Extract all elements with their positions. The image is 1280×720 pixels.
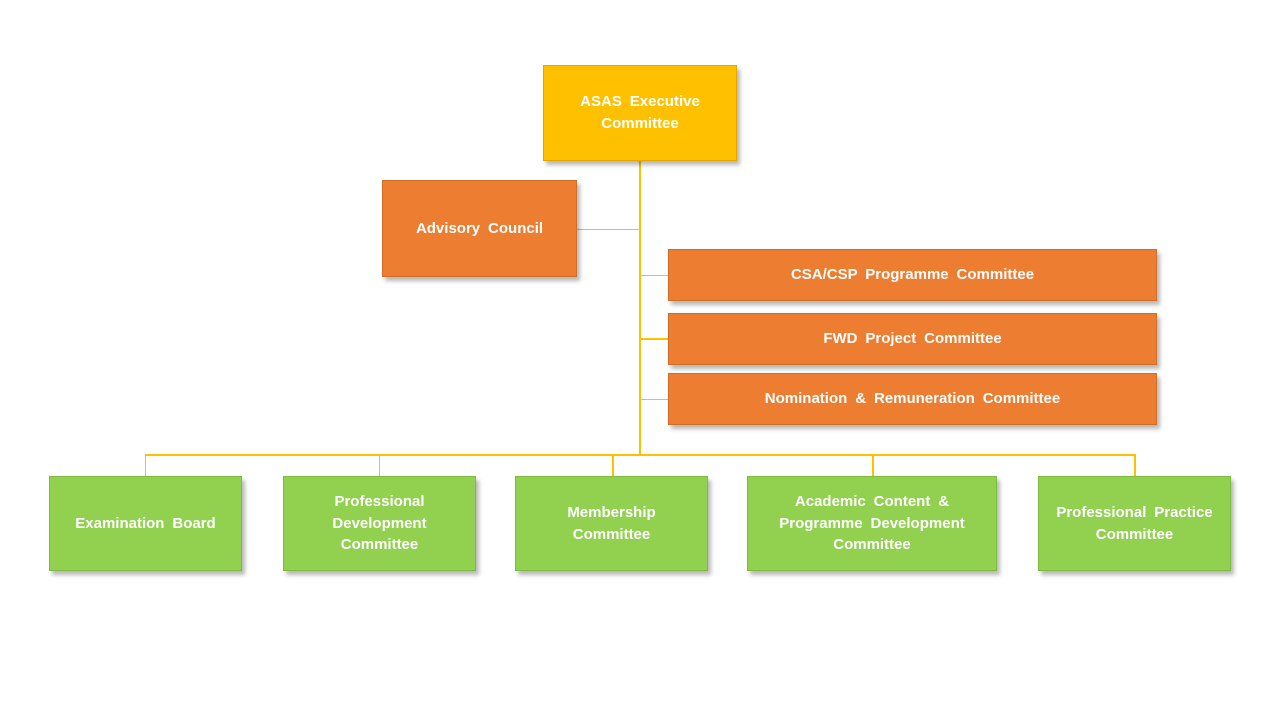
connector-root-vertical: [639, 161, 641, 455]
node-academic-content-programme-development-committee: Academic Content & Programme Development…: [747, 476, 997, 571]
node-label: Membership Committee: [567, 503, 656, 543]
node-label: FWD Project Committee: [823, 330, 1002, 348]
node-advisory-council: Advisory Council: [382, 180, 577, 277]
node-asas-executive-committee: ASAS Executive Committee: [543, 65, 737, 161]
node-membership-committee: Membership Committee: [515, 476, 708, 571]
node-label: Advisory Council: [415, 219, 544, 237]
node-professional-practice-committee: Professional Practice Committee: [1038, 476, 1231, 571]
node-examination-board: Examination Board: [49, 476, 242, 571]
connector-tick-membership: [612, 454, 614, 476]
node-label: Professional Development Committee: [332, 492, 427, 554]
node-nomination-remuneration-committee: Nomination & Remuneration Committee: [668, 373, 1157, 425]
node-label: CSA/CSP Programme Committee: [790, 266, 1035, 284]
connector-tick-examination: [144, 454, 146, 476]
connector-csa-csp-branch: [639, 274, 668, 276]
connector-advisory-branch: [577, 228, 640, 230]
node-csa-csp-programme-committee: CSA/CSP Programme Committee: [668, 249, 1157, 301]
node-label: Examination Board: [75, 514, 216, 532]
connector-fwd-branch: [639, 338, 668, 340]
connector-tick-professional-practice: [1134, 454, 1136, 476]
node-label: Academic Content & Programme Development…: [779, 492, 965, 554]
connector-bottom-horizontal: [144, 454, 1136, 456]
connector-tick-academic: [872, 454, 874, 476]
connector-tick-professional-development: [378, 454, 380, 476]
node-label: Nomination & Remuneration Committee: [764, 390, 1061, 408]
node-label: ASAS Executive Committee: [580, 93, 700, 132]
connector-nomination-branch: [639, 398, 668, 400]
node-fwd-project-committee: FWD Project Committee: [668, 313, 1157, 365]
node-label: Professional Practice Committee: [1056, 503, 1213, 543]
node-professional-development-committee: Professional Development Committee: [283, 476, 476, 571]
